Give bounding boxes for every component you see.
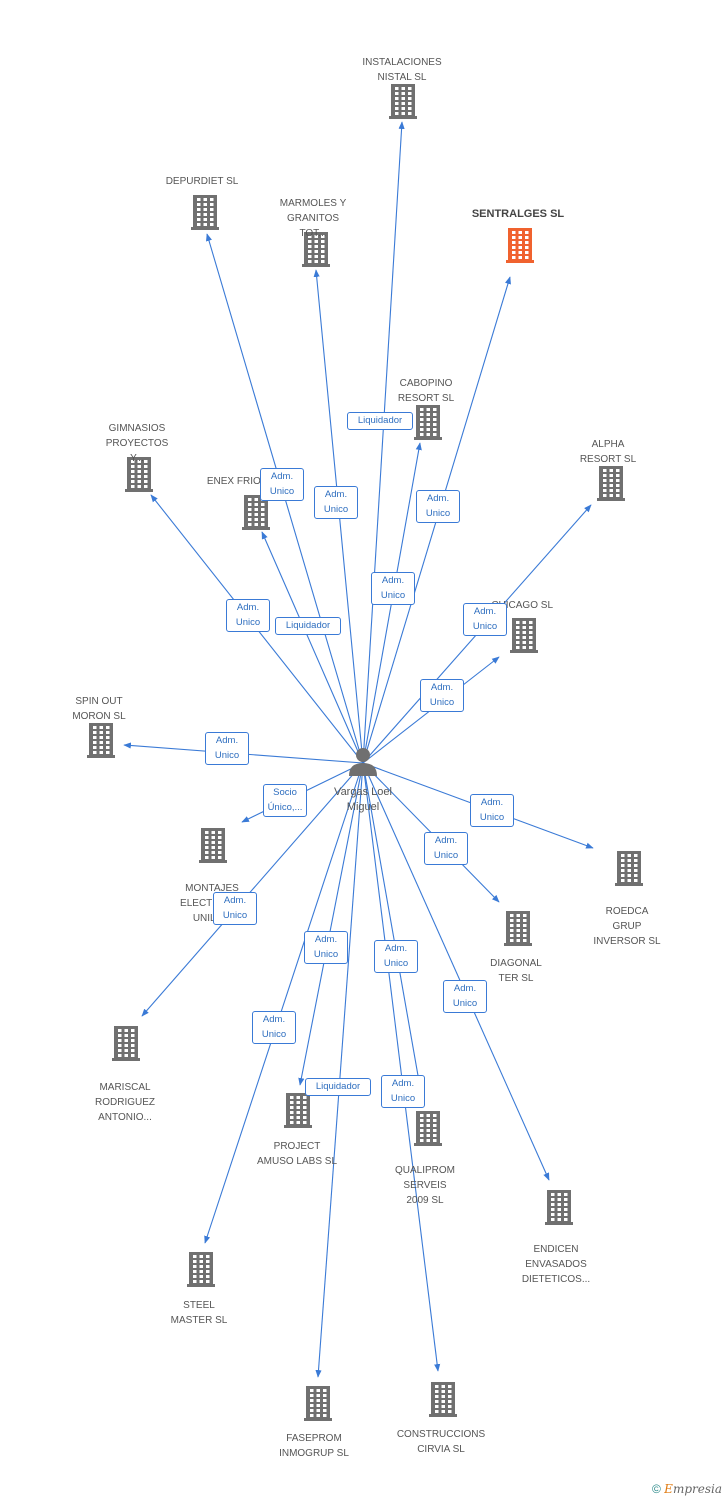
company-label-depurdiet[interactable]: DEPURDIET SL bbox=[165, 176, 239, 187]
company-label-steel[interactable]: STEEL MASTER SL bbox=[170, 1300, 228, 1326]
company-label-endicen[interactable]: ENDICEN ENVASADOS DIETETICOS... bbox=[521, 1244, 591, 1285]
building-icon-instalaciones[interactable] bbox=[389, 84, 417, 119]
building-icon-montajes[interactable] bbox=[199, 828, 227, 863]
building-icon-diagonal[interactable] bbox=[504, 911, 532, 946]
edge-label-sentralges: Adm. Unico bbox=[416, 489, 460, 523]
building-icon-faseprom[interactable] bbox=[304, 1386, 332, 1421]
edge-steel bbox=[204, 762, 364, 1244]
building-icon-steel[interactable] bbox=[187, 1252, 215, 1287]
company-label-diagonal[interactable]: DIAGONAL TER SL bbox=[490, 958, 542, 984]
edge-label-qualiprom: Adm. Unico bbox=[374, 939, 418, 973]
edge-qualiprom bbox=[362, 762, 425, 1105]
company-label-project[interactable]: PROJECT AMUSO LABS SL bbox=[256, 1141, 338, 1167]
empresia-logo[interactable]: Empresia bbox=[664, 1482, 722, 1496]
edge-label-project: Adm. Unico bbox=[304, 930, 348, 964]
edge-label-depurdiet: Adm. Unico bbox=[260, 467, 304, 501]
building-icon-chicago[interactable] bbox=[510, 618, 538, 653]
edge-label-endicen: Adm. Unico bbox=[443, 979, 487, 1013]
building-icon-qualiprom[interactable] bbox=[414, 1111, 442, 1146]
edge-mariscal bbox=[141, 762, 364, 1017]
edge-label-instalaciones: Liquidador bbox=[347, 412, 413, 430]
company-label-faseprom[interactable]: FASEPROM INMOGRUP SL bbox=[279, 1433, 349, 1459]
building-icon-depurdiet[interactable] bbox=[191, 195, 219, 230]
edge-instalaciones bbox=[362, 121, 405, 764]
edge-label-gimnasios: Adm. Unico bbox=[226, 598, 270, 632]
company-label-montajes[interactable]: MONTAJES ELECTRICOS UNILU... bbox=[180, 883, 244, 924]
building-icon-project[interactable] bbox=[284, 1093, 312, 1128]
edge-label-mariscal: Adm. Unico bbox=[213, 891, 257, 925]
edge-project bbox=[298, 762, 364, 1086]
building-icon-cabopino[interactable] bbox=[414, 405, 442, 440]
building-icon-gimnasios[interactable] bbox=[125, 457, 153, 492]
edge-endicen bbox=[362, 762, 550, 1181]
building-icon-enex[interactable] bbox=[242, 495, 270, 530]
edge-label-construccions: Adm. Unico bbox=[381, 1074, 425, 1108]
edge-label-chicago: Adm. Unico bbox=[420, 678, 464, 712]
company-label-gimnasios[interactable]: GIMNASIOS PROYECTOS Y... bbox=[105, 423, 169, 464]
company-label-cabopino[interactable]: CABOPINO RESORT SL bbox=[397, 378, 455, 404]
edge-label-marmoles: Adm. Unico bbox=[314, 485, 358, 519]
edge-construccions bbox=[362, 762, 441, 1372]
company-label-qualiprom[interactable]: QUALIPROM SERVEIS 2009 SL bbox=[394, 1165, 455, 1206]
building-icon-roedca[interactable] bbox=[615, 851, 643, 886]
edge-label-montajes: Socio Único,... bbox=[263, 783, 307, 817]
building-icon-endicen[interactable] bbox=[545, 1190, 573, 1225]
company-label-construccions[interactable]: CONSTRUCCIONS CIRVIA SL bbox=[396, 1429, 486, 1455]
edge-label-alpha: Adm. Unico bbox=[463, 602, 507, 636]
building-icon-mariscal[interactable] bbox=[112, 1026, 140, 1061]
edge-enex bbox=[261, 531, 364, 764]
building-icon-sentralges[interactable] bbox=[506, 228, 534, 263]
building-icon-marmoles[interactable] bbox=[302, 232, 330, 267]
company-label-chicago[interactable]: ...CHICAGO SL bbox=[482, 600, 553, 611]
company-label-marmoles[interactable]: MARMOLES Y GRANITOS TOT... bbox=[279, 198, 347, 239]
person-icon[interactable] bbox=[349, 748, 377, 776]
person-label[interactable]: Vargas Loel Miguel bbox=[334, 786, 392, 813]
building-icon-alpha[interactable] bbox=[597, 466, 625, 501]
company-label-enex[interactable]: ENEX FRIO... bbox=[206, 476, 270, 487]
company-label-alpha[interactable]: ALPHA RESORT SL bbox=[579, 439, 637, 465]
copyright-symbol: © bbox=[651, 1482, 661, 1496]
copyright-notice: © Empresia bbox=[652, 1482, 722, 1496]
building-icon-construccions[interactable] bbox=[429, 1382, 457, 1417]
edge-label-roedca: Adm. Unico bbox=[470, 793, 514, 827]
edge-label-diagonal: Adm. Unico bbox=[424, 831, 468, 865]
company-label-roedca[interactable]: ROEDCA GRUP INVERSOR SL bbox=[593, 906, 661, 947]
edge-label-faseprom: Liquidador bbox=[305, 1078, 371, 1096]
edge-faseprom bbox=[315, 762, 364, 1378]
edge-label-enex: Liquidador bbox=[275, 617, 341, 635]
company-label-spinout[interactable]: SPIN OUT MORON SL bbox=[72, 696, 126, 722]
edge-label-steel: Adm. Unico bbox=[252, 1010, 296, 1044]
building-icon-spinout[interactable] bbox=[87, 723, 115, 758]
edge-label-cabopino: Adm. Unico bbox=[371, 571, 415, 605]
company-label-instalaciones[interactable]: INSTALACIONES NISTAL SL bbox=[362, 57, 442, 83]
edge-label-spinout: Adm. Unico bbox=[205, 731, 249, 765]
company-label-mariscal[interactable]: MARISCAL RODRIGUEZ ANTONIO... bbox=[95, 1082, 155, 1123]
company-label-sentralges[interactable]: SENTRALGES SL bbox=[471, 208, 565, 220]
